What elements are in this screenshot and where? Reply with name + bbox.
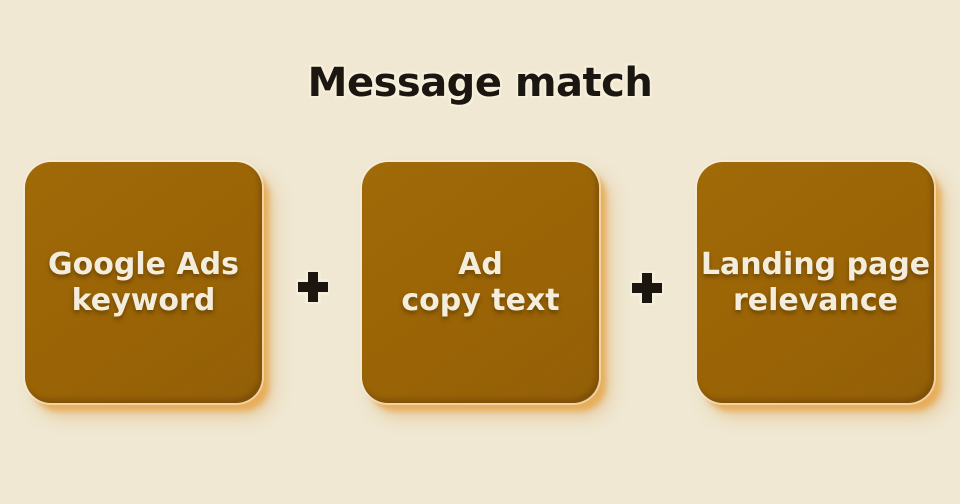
box-label-line: relevance: [732, 282, 899, 318]
plus-icon: [629, 270, 665, 306]
page-title: Message match: [307, 60, 653, 106]
box-google-ads-keyword: Google Ads keyword: [25, 162, 262, 403]
box-label: Google Ads keyword: [48, 247, 239, 319]
box-label-line: Ad: [458, 246, 503, 282]
plus-icon: [295, 269, 331, 305]
box-label: Ad copy text: [401, 247, 559, 319]
box-label-line: keyword: [71, 282, 216, 318]
box-label-line: Landing page: [700, 246, 931, 282]
box-label-line: copy text: [401, 282, 560, 318]
box-ad-copy-text: Ad copy text: [362, 162, 599, 403]
box-label: Landing page relevance: [701, 247, 930, 319]
box-label-line: Google Ads: [48, 246, 239, 282]
box-landing-page-relevance: Landing page relevance: [697, 162, 934, 403]
